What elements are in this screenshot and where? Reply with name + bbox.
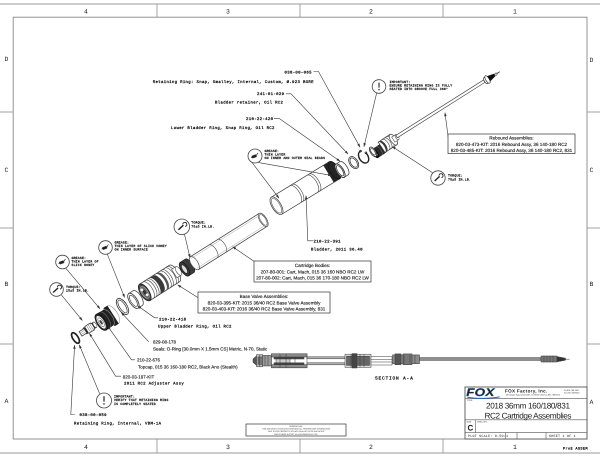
- svg-text:Topcap, 015 36 160-180 RC2, Bl: Topcap, 015 36 160-180 RC2, Black Ano (S…: [138, 365, 238, 370]
- svg-text:SIZE: SIZE: [467, 420, 472, 423]
- svg-text:820-03-403-KIT: 2016 36/40 RC2: 820-03-403-KIT: 2016 36/40 RC2 Base Valv…: [203, 307, 326, 312]
- svg-text:TORQUE:: TORQUE:: [66, 285, 81, 289]
- svg-text:ProE ASSEM: ProE ASSEM: [563, 446, 588, 451]
- svg-text:1: 1: [513, 444, 517, 451]
- svg-text:IMPORTANT:: IMPORTANT:: [114, 395, 135, 399]
- svg-text:038-00-059: 038-00-059: [80, 413, 108, 418]
- svg-text:D: D: [590, 57, 594, 64]
- svg-text:GREASE:: GREASE:: [72, 256, 87, 260]
- svg-text:210-22-418: 210-22-418: [159, 317, 187, 322]
- svg-text:207-80-001: Cart, Mach, 015 36: 207-80-001: Cart, Mach, 015 36 160 NBO R…: [261, 269, 365, 274]
- svg-text:Bladder retainer, Oil RC2: Bladder retainer, Oil RC2: [215, 100, 284, 105]
- svg-text:IS COMPLETELY SEATED: IS COMPLETELY SEATED: [114, 402, 156, 406]
- svg-text:TITLE: TITLE: [467, 399, 473, 402]
- svg-text:Upper Bladder Ring, Oil RC2: Upper Bladder Ring, Oil RC2: [158, 324, 232, 329]
- svg-text:15±5 IN.LB.: 15±5 IN.LB.: [66, 289, 89, 293]
- svg-text:SHEET 1 OF 1: SHEET 1 OF 1: [549, 434, 576, 439]
- svg-text:3: 3: [226, 444, 230, 451]
- svg-text:210-22-420: 210-22-420: [246, 117, 274, 122]
- svg-text:3: 3: [226, 9, 230, 16]
- svg-text:B: B: [5, 281, 9, 288]
- svg-text:C: C: [5, 167, 9, 174]
- svg-text:130 Hanger Way, Watsonville, C: 130 Hanger Way, Watsonville, CA 95076 US…: [506, 394, 560, 397]
- svg-text:FOR OTHERS EXCEPT AS AUTHORIZE: FOR OTHERS EXCEPT AS AUTHORIZED BY FOX.: [274, 433, 319, 436]
- svg-text:4: 4: [84, 9, 88, 16]
- svg-text:THIN LAYER: THIN LAYER: [265, 153, 286, 157]
- svg-text:2011 RC2 Adjuster Assy: 2011 RC2 Adjuster Assy: [124, 381, 184, 386]
- svg-text:FOX: FOX: [466, 387, 495, 399]
- svg-text:ENSURE RETAINING RING IS FULLY: ENSURE RETAINING RING IS FULLY: [390, 84, 453, 88]
- svg-text:GREASE:: GREASE:: [115, 241, 130, 245]
- svg-text:C: C: [468, 424, 474, 433]
- svg-text:IMPORTANT:: IMPORTANT:: [390, 80, 411, 84]
- svg-text:D: D: [5, 56, 9, 63]
- svg-text:Retaining Ring: Snap, Smalley,: Retaining Ring: Snap, Smalley, Internal,…: [153, 80, 314, 85]
- svg-text:75±5 IN.LB.: 75±5 IN.LB.: [448, 177, 471, 181]
- svg-text:RC2 Cartridge Assemblies: RC2 Cartridge Assemblies: [485, 411, 572, 420]
- svg-text:820-03-485-KIT: 2016 Rebound A: 820-03-485-KIT: 2016 Rebound Assy, 36 14…: [451, 148, 573, 153]
- svg-text:Base Valve Assemblies:: Base Valve Assemblies:: [240, 294, 289, 299]
- svg-text:210-22-391: 210-22-391: [314, 239, 342, 244]
- svg-text:241-01-029: 241-01-029: [257, 92, 285, 97]
- svg-text:ON INNER AND OUTER SEAL BEADS: ON INNER AND OUTER SEAL BEADS: [265, 156, 326, 160]
- svg-text:THAT IS FOX PROPERTY. DO NOT: THAT IS FOX PROPERTY. DO NOT DIVULGE TO …: [268, 430, 326, 433]
- svg-text:207-80-002: Cart, Mach, 015 36: 207-80-002: Cart, Mach, 015 36 170-180 N…: [256, 276, 369, 281]
- svg-text:2: 2: [369, 444, 373, 451]
- svg-text:Rebound Assemblies:: Rebound Assemblies:: [489, 136, 533, 141]
- svg-text:Retaining Ring, Internal, VBM-: Retaining Ring, Internal, VBM-1A: [74, 421, 162, 426]
- svg-text:ON INNER SURFACE: ON INNER SURFACE: [115, 248, 149, 252]
- svg-text:GREASE:: GREASE:: [265, 149, 280, 153]
- svg-text:SEATED INTO GROOVE FULL 360°: SEATED INTO GROOVE FULL 360°: [390, 87, 449, 91]
- svg-text:B: B: [590, 281, 594, 288]
- svg-text:THIN LAYER OF: THIN LAYER OF: [72, 260, 99, 264]
- svg-text:PLOT SCALE: 0.50:1: PLOT SCALE: 0.50:1: [468, 434, 508, 439]
- svg-text:THIN LAYER OF SLICK HONEY: THIN LAYER OF SLICK HONEY: [115, 244, 167, 248]
- svg-text:TORQUE:: TORQUE:: [448, 174, 463, 178]
- svg-text:820-03-473-KIT: 2016 Rebound A: 820-03-473-KIT: 2016 Rebound Assy, 36 14…: [456, 142, 568, 147]
- svg-text:VERIFY THAT RETAINING RING: VERIFY THAT RETAINING RING: [114, 398, 168, 402]
- svg-text:820-03-187-KIT: 820-03-187-KIT: [123, 374, 155, 379]
- svg-text:1: 1: [513, 9, 517, 16]
- svg-text:75±5 IN.LB.: 75±5 IN.LB.: [191, 225, 214, 229]
- svg-text:PH 831-768-1100: PH 831-768-1100: [564, 389, 579, 392]
- svg-text:Bladder, 2011 36.40: Bladder, 2011 36.40: [311, 248, 363, 253]
- svg-text:A: A: [5, 398, 9, 405]
- svg-text:THIS DOCUMENT CONTAINS CONFIDE: THIS DOCUMENT CONTAINS CONFIDENTIAL, PRO…: [262, 428, 331, 431]
- svg-text:PROPRIETARY: PROPRIETARY: [289, 425, 303, 428]
- svg-text:TORQUE:: TORQUE:: [191, 221, 206, 225]
- svg-text:2: 2: [369, 9, 373, 16]
- svg-text:210-22-676: 210-22-676: [137, 358, 161, 363]
- svg-text:FOX Factory, Inc.: FOX Factory, Inc.: [505, 389, 548, 394]
- svg-text:DWG. NO.: DWG. NO.: [477, 420, 488, 423]
- svg-text:820-03-395-KIT: 2015 36/40 RC2: 820-03-395-KIT: 2015 36/40 RC2 Base Valv…: [208, 300, 321, 305]
- svg-text:A: A: [590, 399, 594, 406]
- svg-text:2018 36mm 160/180/831: 2018 36mm 160/180/831: [486, 401, 570, 410]
- svg-text:SECTION A-A: SECTION A-A: [375, 376, 414, 382]
- svg-text:Seals: O-Ring [30.0mm X 1.5mm: Seals: O-Ring [30.0mm X 1.5mm CS] Metric…: [153, 347, 268, 352]
- svg-text:Lower Bladder Ring, Snap Ring,: Lower Bladder Ring, Snap Ring, Oil RC2: [171, 126, 275, 131]
- svg-text:4: 4: [84, 444, 88, 451]
- svg-text:829-08-178: 829-08-178: [153, 340, 177, 345]
- svg-text:Fax 831-768-9312: Fax 831-768-9312: [564, 391, 579, 394]
- svg-text:SLICK HONEY: SLICK HONEY: [72, 263, 95, 267]
- svg-text:Cartridge Bodies:: Cartridge Bodies:: [295, 263, 331, 268]
- svg-text:038-00-065: 038-00-065: [285, 70, 313, 75]
- svg-text:C: C: [590, 167, 594, 174]
